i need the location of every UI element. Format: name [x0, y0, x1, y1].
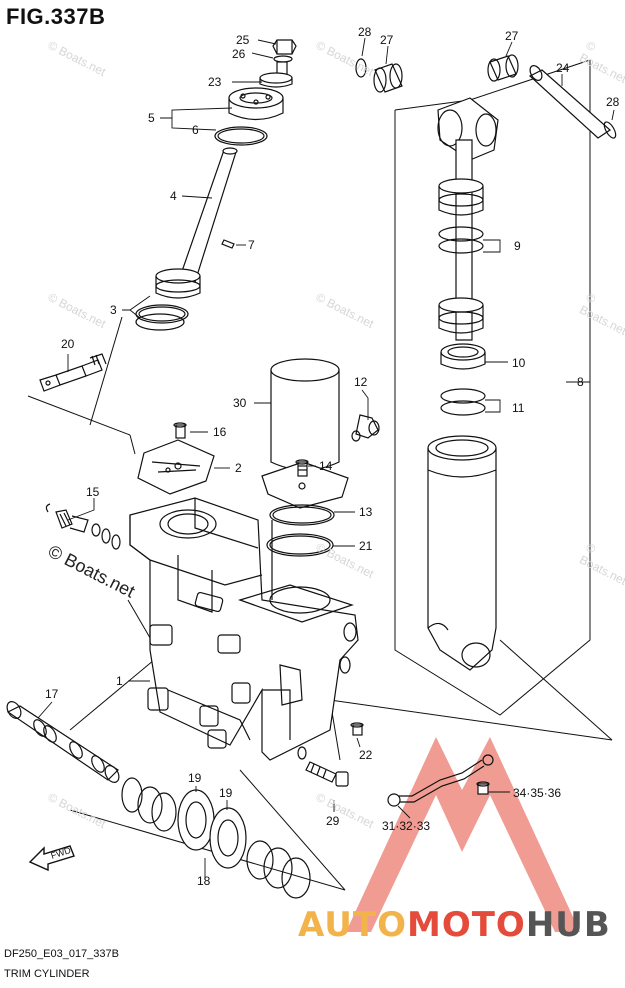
callout-27-a: 27	[380, 33, 394, 47]
part-27-bushing-a	[373, 63, 403, 93]
part-20-manual-valve	[39, 353, 107, 392]
callout-14: 14	[319, 459, 333, 473]
callout-27-b: 27	[505, 29, 519, 43]
brand-part-moto: MOTO	[406, 905, 526, 945]
callout-15: 15	[86, 485, 100, 499]
figure-title: FIG.337B	[6, 4, 106, 29]
callout-10: 10	[512, 356, 526, 370]
part-8-tilt-cylinder	[427, 97, 499, 671]
callout-31-32-33: 31·32·33	[382, 819, 430, 833]
part-25-nut	[272, 39, 297, 55]
figure-caption: TRIM CYLINDER	[4, 968, 90, 980]
part-4-piston-rod	[179, 147, 238, 283]
leader-lines	[37, 37, 615, 880]
callout-21: 21	[359, 539, 373, 553]
part-3-piston	[135, 268, 201, 331]
callout-23: 23	[208, 75, 222, 89]
part-5-cylinder-cap	[228, 87, 284, 121]
part-13-o-ring	[269, 504, 335, 526]
callout-18: 18	[197, 874, 211, 888]
part-29-bolt	[305, 761, 349, 787]
callout-26: 26	[232, 47, 246, 61]
part-22-screw	[350, 722, 364, 736]
callout-7: 7	[248, 238, 255, 252]
part-17-shaft	[6, 701, 120, 783]
part-18-seal-set	[121, 777, 311, 899]
callout-34-35-36: 34·35·36	[513, 786, 561, 800]
part-24-shaft	[528, 65, 611, 139]
part-27-bushing-b	[487, 54, 519, 82]
brand-wordmark: AUTOMOTOHUB	[298, 905, 611, 945]
part-7-pin	[221, 239, 235, 249]
callout-20: 20	[61, 337, 75, 351]
callout-4: 4	[170, 189, 177, 203]
callout-19-b: 19	[219, 786, 233, 800]
part-1-cylinder-housing	[129, 497, 359, 761]
callout-16: 16	[213, 425, 227, 439]
part-6-o-ring	[214, 126, 268, 146]
callout-12: 12	[354, 375, 368, 389]
callout-1: 1	[116, 674, 123, 688]
part-23-valve	[259, 61, 293, 88]
callout-9: 9	[514, 239, 521, 253]
callout-13: 13	[359, 505, 373, 519]
part-26-washer	[273, 55, 293, 63]
callout-30: 30	[233, 396, 247, 410]
callout-24: 24	[556, 61, 570, 75]
callout-3: 3	[110, 303, 117, 317]
callout-29: 29	[326, 814, 340, 828]
callout-22: 22	[359, 748, 373, 762]
callout-28-a: 28	[358, 25, 372, 39]
callout-17: 17	[45, 687, 59, 701]
part-19-bushing-b	[209, 807, 247, 869]
callout-6: 6	[192, 123, 199, 137]
callout-2: 2	[235, 461, 242, 475]
callout-28-b: 28	[606, 95, 620, 109]
callout-labels: 25 26 23 5 6 4 7 3 20 16 2 30 12 14 15 1…	[45, 25, 620, 888]
part-14-bolt	[295, 459, 309, 477]
part-34-35-36-bolt	[476, 781, 490, 795]
callout-5: 5	[148, 111, 155, 125]
figure-code: DF250_E03_017_337B	[4, 948, 119, 960]
brand-part-auto: AUTO	[298, 905, 407, 945]
part-19-bushing-a	[177, 789, 215, 851]
callout-25: 25	[236, 33, 250, 47]
fwd-arrow-icon	[28, 845, 75, 872]
part-31-32-33-hose	[387, 754, 494, 807]
callout-19-a: 19	[188, 771, 202, 785]
part-21-o-ring	[266, 533, 334, 557]
part-28-circlip-a	[355, 58, 367, 78]
callout-8: 8	[577, 375, 584, 389]
part-2-valve-plate	[137, 439, 215, 495]
part-16-check-screw	[173, 422, 187, 439]
callout-11: 11	[512, 401, 525, 415]
part-30-reservoir-tank	[261, 358, 349, 509]
part-28-circlip-b	[603, 121, 617, 139]
part-15-valve-assembly	[45, 503, 121, 550]
part-12-plug	[351, 414, 380, 442]
brand-logo-triangle	[346, 737, 580, 932]
brand-part-hub: HUB	[525, 905, 611, 945]
